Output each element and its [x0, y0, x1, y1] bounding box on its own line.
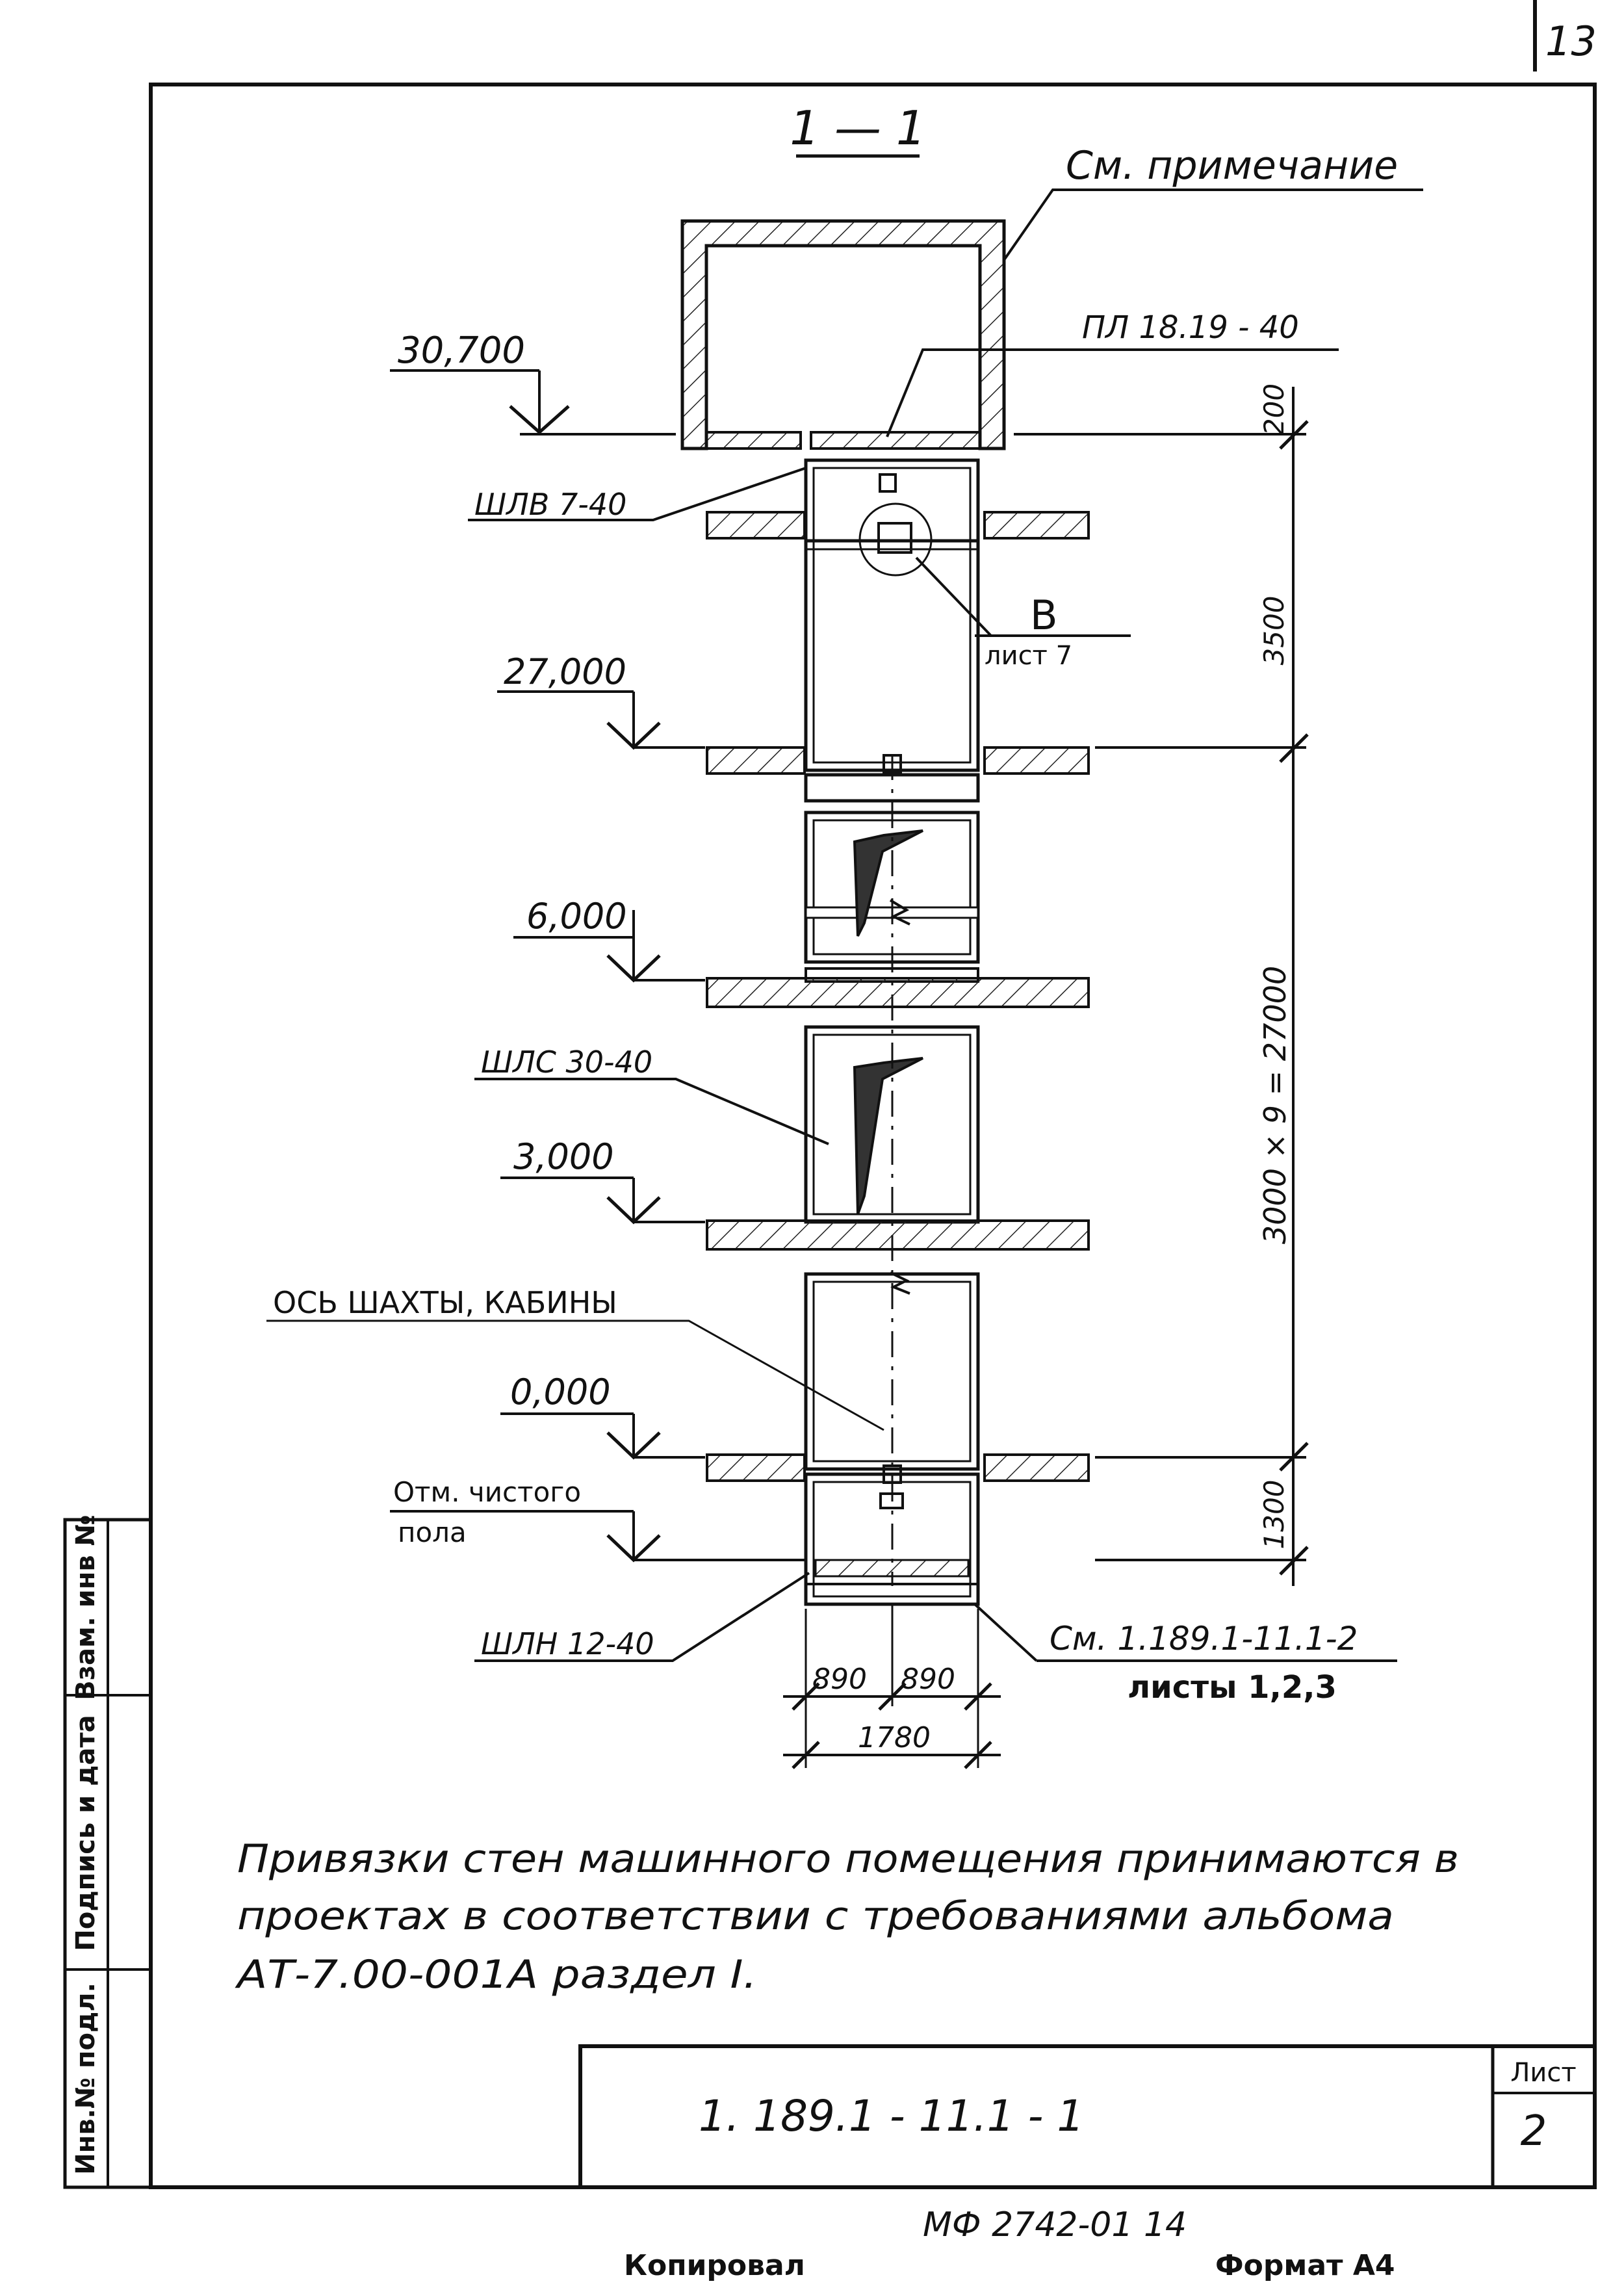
- title-block: Лист 2 1. 189.1 - 11.1 - 1: [578, 2044, 1597, 2189]
- elevation-3000-label: 3,000: [513, 1136, 614, 1177]
- pit-block-label: ШЛН 12-40: [481, 1626, 654, 1661]
- stamp-sign-date: Подпись и дата: [71, 1715, 101, 1951]
- note-line-3: АТ-7.00-001А раздел I.: [234, 1952, 757, 1997]
- detail-sheet: лист 7: [985, 641, 1072, 671]
- axis-label: ОСЬ ШАХТЫ, КАБИНЫ: [273, 1285, 617, 1320]
- page-number: 13: [1545, 18, 1597, 65]
- machine-room: [680, 219, 1006, 450]
- elevation-marker-6000: 6,000: [513, 896, 705, 983]
- clean-floor-label-1: Отм. чистого: [393, 1476, 581, 1508]
- elevation-marker-3000: 3,000: [500, 1136, 705, 1225]
- horizontal-dimensions: 890 890 1780: [783, 1606, 1001, 1769]
- elevation-30700-label: 30,700: [398, 330, 525, 372]
- roof-slab-label: ПЛ 18.19 - 40: [1082, 309, 1299, 346]
- footer-order: МФ 2742-01 14: [923, 2205, 1187, 2244]
- elevation-6000-label: 6,000: [526, 896, 627, 937]
- note-line-1: Привязки стен машинного помещения приним…: [237, 1836, 1459, 1882]
- dim-200: 200: [1258, 384, 1290, 436]
- dim-1300: 1300: [1258, 1480, 1290, 1550]
- sheet-ref-leader: [973, 1603, 1038, 1662]
- detail-leader: [915, 556, 992, 637]
- dim-890-right: 890: [901, 1663, 955, 1696]
- footer-format: Формат А4: [1215, 2249, 1395, 2282]
- elevation-marker-0000: 0,000: [500, 1372, 1306, 1460]
- floor-slabs: [706, 511, 1090, 1482]
- elevation-marker-30700: 30,700: [390, 330, 1306, 436]
- vertical-dimension-chain: 200 3500 3000 × 9 = 27000 1300: [1257, 384, 1309, 1586]
- sheet-ref-line2: листы 1,2,3: [1128, 1669, 1337, 1706]
- roof-slab-leader: [886, 348, 1339, 437]
- mid-block-label: ШЛС 30-40: [481, 1045, 652, 1080]
- elevation-27000-label: 27,000: [504, 651, 626, 692]
- note-line-2: проектах в соответствии с требованиями а…: [237, 1893, 1394, 1939]
- sheet-ref-line1: См. 1.189.1-11.1-2: [1050, 1620, 1358, 1658]
- elevation-0000-label: 0,000: [510, 1372, 611, 1412]
- top-block-label: ШЛВ 7-40: [474, 487, 626, 522]
- detail-letter: В: [1030, 592, 1058, 639]
- footer-copied: Копировал: [624, 2249, 805, 2282]
- elevator-shaft: [804, 458, 980, 1606]
- dim-890-left: 890: [812, 1663, 867, 1696]
- dim-3500: 3500: [1258, 596, 1290, 666]
- clean-floor-marker: Отм. чистого пола: [390, 1476, 1306, 1563]
- section-title: 1 — 1: [790, 101, 925, 155]
- top-block-leader: [468, 467, 806, 521]
- document-designation: 1. 189.1 - 11.1 - 1: [699, 2091, 1084, 2141]
- note-reference-leader: [1003, 188, 1423, 261]
- dim-1780: 1780: [858, 1721, 931, 1754]
- mid-block-leader: [474, 1078, 829, 1145]
- elevation-marker-27000: 27,000: [497, 651, 1306, 750]
- clean-floor-label-2: пола: [398, 1516, 467, 1548]
- axis-label-leader: [266, 1320, 884, 1431]
- sheet-label: Лист: [1510, 2058, 1576, 2088]
- side-stamp: Инв.№ подл. Подпись и дата Взам. инв №: [63, 1514, 153, 2189]
- sheet-number: 2: [1521, 2107, 1547, 2155]
- stamp-replace-inv: Взам. инв №: [71, 1514, 101, 1700]
- general-note: Привязки стен машинного помещения приним…: [234, 1836, 1459, 1997]
- note-reference: См. примечание: [1066, 143, 1398, 188]
- pit-block-leader: [474, 1572, 810, 1662]
- stamp-inv-orig: Инв.№ подл.: [71, 1982, 101, 2175]
- dim-floor-chain: 3000 × 9 = 27000: [1257, 966, 1293, 1244]
